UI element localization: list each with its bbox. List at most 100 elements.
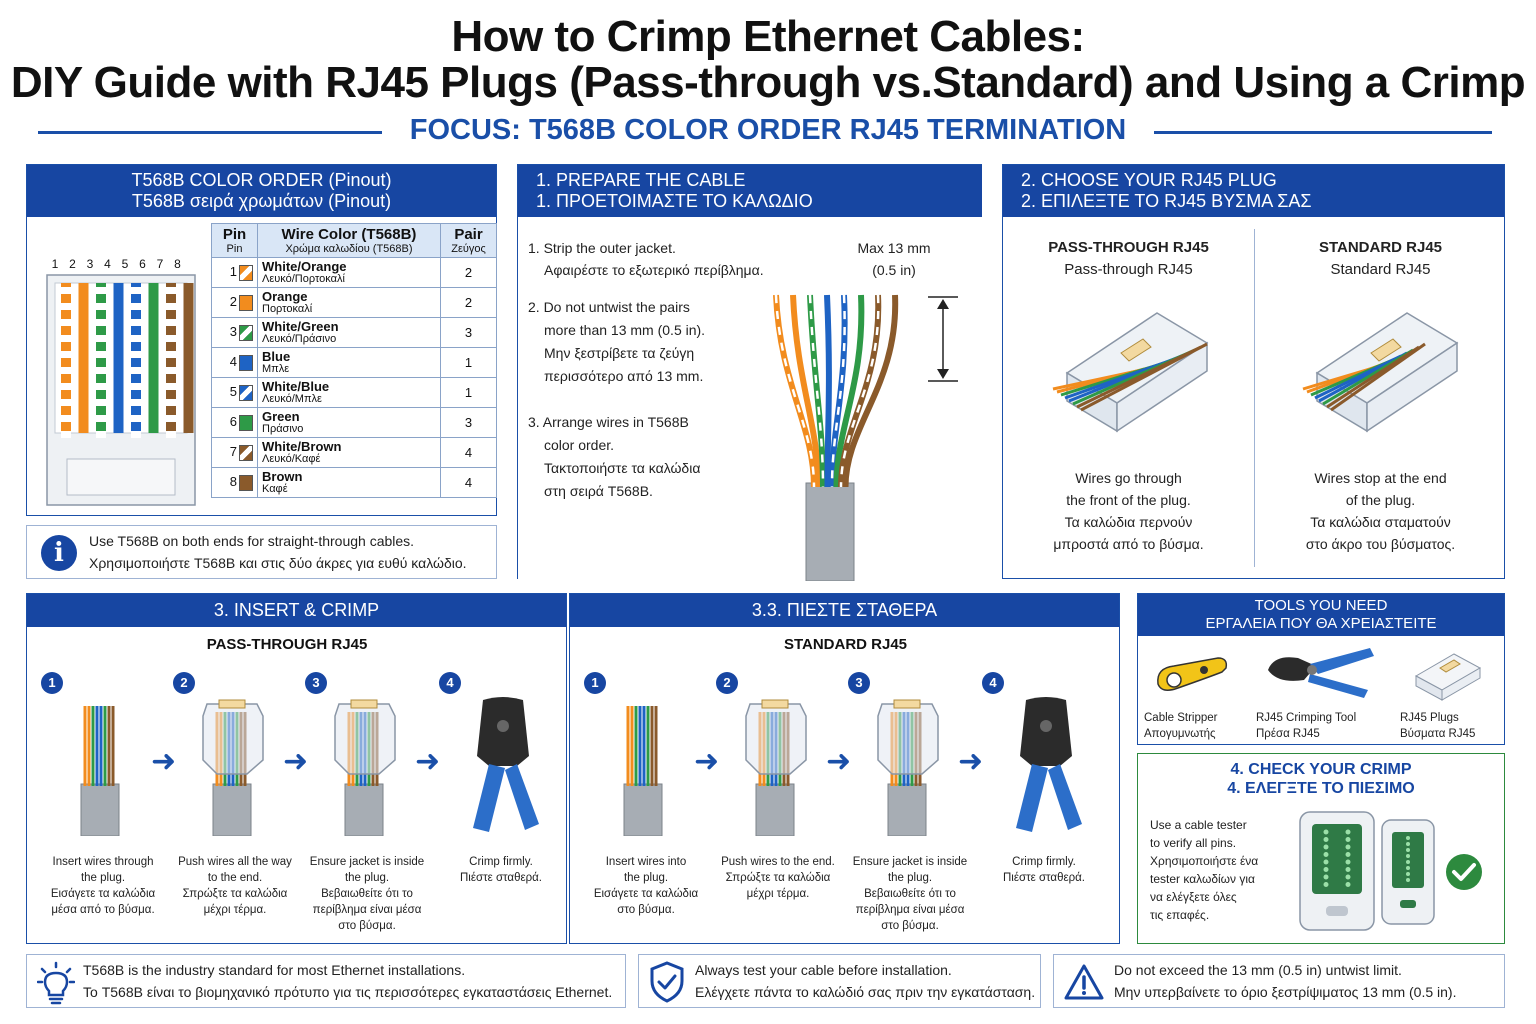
focus-heading: FOCUS: T568B COLOR ORDER RJ45 TERMINATIO… [409, 114, 1127, 146]
footer-test-note: Always test your cable before installati… [638, 954, 1041, 1008]
tool-plugs-en: RJ45 Plugs [1400, 712, 1459, 724]
step-number-1: 1 [584, 672, 606, 694]
footer-note1-en: T568B is the industry standard for most … [83, 962, 466, 978]
standard-subtitle: Standard RJ45 [1330, 261, 1431, 278]
step-caption-line: Εισάγετε τα καλώδια [593, 888, 699, 900]
choose-title-gr: 2. ΕΠΙΛΕΞΤΕ ΤΟ RJ45 ΒΥΣΜΑ ΣΑΣ [1021, 191, 1312, 211]
warning-icon [1064, 964, 1104, 1000]
prepare-step2-gr2: περισσότερο από 13 mm. [544, 368, 704, 384]
focus-rule-right [1154, 131, 1492, 134]
arrow-right-icon: ➜ [958, 745, 984, 778]
step-caption-line: μέσα από το βύσμα. [51, 904, 155, 916]
step-caption: Crimp firmly.Πιέστε σταθερά. [974, 854, 1114, 886]
prepare-step3-en1: 3. Arrange wires in T568B [528, 414, 689, 430]
step-caption-line: Crimp firmly. [1012, 856, 1076, 868]
step-caption-line: Πιέστε σταθερά. [460, 872, 542, 884]
step-caption-line: Βεβαιωθείτε ότι το [864, 888, 956, 900]
step-illustration [202, 699, 264, 836]
tool-plugs-gr: Βύσματα RJ45 [1400, 728, 1476, 740]
step-caption-line: μέχρι τέρμα. [203, 904, 267, 916]
wire-swatch [239, 384, 253, 401]
step-caption-line: Insert wires through [52, 856, 154, 868]
check-line2: to verify all pins. [1150, 836, 1237, 850]
pass-through-subtitle: Pass-through RJ45 [1064, 261, 1193, 278]
pin-number: 1 [51, 257, 59, 271]
pair-cell: 1 [440, 347, 497, 378]
pin-cell: 5 [211, 377, 258, 408]
step-number-2: 2 [716, 672, 738, 694]
step-illustration [334, 699, 396, 836]
page-title-line1: How to Crimp Ethernet Cables: [451, 12, 1085, 61]
choose-title-en: 2. CHOOSE YOUR RJ45 PLUG [1021, 170, 1277, 190]
pair-cell: 4 [440, 437, 497, 468]
arrow-right-icon: ➜ [151, 745, 177, 778]
standard-desc-2: of the plug. [1345, 492, 1416, 508]
step-number-3: 3 [305, 672, 327, 694]
step-caption-line: στο βύσμα. [338, 920, 396, 932]
cable-stripper-icon [1157, 657, 1228, 691]
tool-stripper-gr: Απογυμνωτής [1144, 728, 1216, 740]
pin-cell: 1 [211, 257, 258, 288]
step-caption-line: Push wires to the end. [721, 856, 835, 868]
pin-number: 8 [174, 257, 181, 271]
footer-untwist-note: Do not exceed the 13 mm (0.5 in) untwist… [1053, 954, 1505, 1008]
pass-through-title: PASS-THROUGH RJ45 [1048, 239, 1209, 256]
step-caption-line: Push wires all the way [178, 856, 292, 868]
step-caption-line: Εισάγετε τα καλώδια [50, 888, 156, 900]
check-title-gr: 4. ΕΛΕΓΞΤΕ ΤΟ ΠΙΕΣΙΜΟ [1227, 780, 1415, 797]
footer-note3-en: Do not exceed the 13 mm (0.5 in) untwist… [1114, 962, 1402, 978]
prepare-step3-gr1: Τακτοποιήστε τα καλώδια [544, 460, 701, 476]
max-untwist-label: Max 13 mm [857, 240, 931, 256]
step-number-3: 3 [848, 672, 870, 694]
step-caption-line: to the end. [207, 872, 263, 884]
prepare-step1-en: 1. Strip the outer jacket. [528, 240, 676, 256]
footer-note2-en: Always test your cable before installati… [695, 962, 952, 978]
choose-plug-panel: 2. CHOOSE YOUR RJ45 PLUG 2. ΕΠΙΛΕΞΤΕ ΤΟ … [1002, 164, 1505, 579]
tool-crimper-gr: Πρέσα RJ45 [1256, 728, 1320, 740]
prepare-header: 1. PREPARE THE CABLE 1. ΠΡΟΕΤΟΙΜΑΣΤΕ ΤΟ … [518, 165, 982, 217]
standard-desc-1: Wires stop at the end [1314, 470, 1447, 486]
info-icon: i [41, 535, 77, 571]
choose-divider [1254, 229, 1255, 567]
prepare-title-gr: 1. ΠΡΟΕΤΟΙΜΑΣΤΕ ΤΟ ΚΑΛΩΔΙΟ [536, 191, 813, 211]
wire-swatch [239, 414, 253, 431]
pin-cell: 3 [211, 317, 258, 348]
step-illustration [473, 697, 539, 832]
choose-header: 2. CHOOSE YOUR RJ45 PLUG 2. ΕΠΙΛΕΞΤΕ ΤΟ … [1003, 165, 1504, 217]
pin-number: 3 [86, 257, 94, 271]
arrow-right-icon: ➜ [694, 745, 720, 778]
col-wire: Wire Color (T568B)Χρώμα καλωδίου (T568B) [257, 223, 441, 258]
pass-through-desc-3: Τα καλώδια περνούν [1064, 514, 1193, 530]
step-caption-line: Crimp firmly. [469, 856, 533, 868]
pair-cell: 2 [440, 257, 497, 288]
step-caption-line: περίβλημα είναι μέσα [312, 904, 422, 916]
stripped-cable-illustration [773, 294, 958, 581]
tools-title-en: TOOLS YOU NEED [1254, 597, 1388, 614]
step-caption: Crimp firmly. Πιέστε σταθερά. [431, 854, 571, 886]
step-caption: Push wires to the end.Σπρώξτε τα καλώδια… [708, 854, 848, 902]
shield-check-icon [650, 961, 684, 1003]
pinout-title-en: T568B COLOR ORDER (Pinout) [131, 170, 392, 190]
pinout-panel: T568B COLOR ORDER (Pinout) T568B σειρά χ… [26, 164, 497, 516]
step-caption-line: the plug. [887, 872, 933, 884]
pass-through-desc-4: μπροστά από το βύσμα. [1053, 536, 1204, 552]
pass-through-desc-2: the front of the plug. [1066, 492, 1191, 508]
insert-pt-subtitle: PASS-THROUGH RJ45 [206, 636, 368, 653]
pin-number: 7 [156, 257, 164, 271]
tools-panel: TOOLS YOU NEED ΕΡΓΑΛΕΙΑ ΠΟΥ ΘΑ ΧΡΕΙΑΣΤΕΙ… [1137, 593, 1505, 745]
insert-standard-panel: 3.3. ΠΙΕΣΤΕ ΣΤΑΘΕΡΑ STANDARD RJ45 1➜Inse… [569, 593, 1120, 944]
footer-industry-note: T568B is the industry standard for most … [26, 954, 626, 1008]
pair-cell: 2 [440, 287, 497, 318]
page-title-line2: DIY Guide with RJ45 Plugs (Pass-through … [10, 58, 1526, 107]
check-line1: Use a cable tester [1150, 818, 1247, 832]
step-caption-line: the plug. [623, 872, 669, 884]
step-illustration [80, 706, 120, 836]
